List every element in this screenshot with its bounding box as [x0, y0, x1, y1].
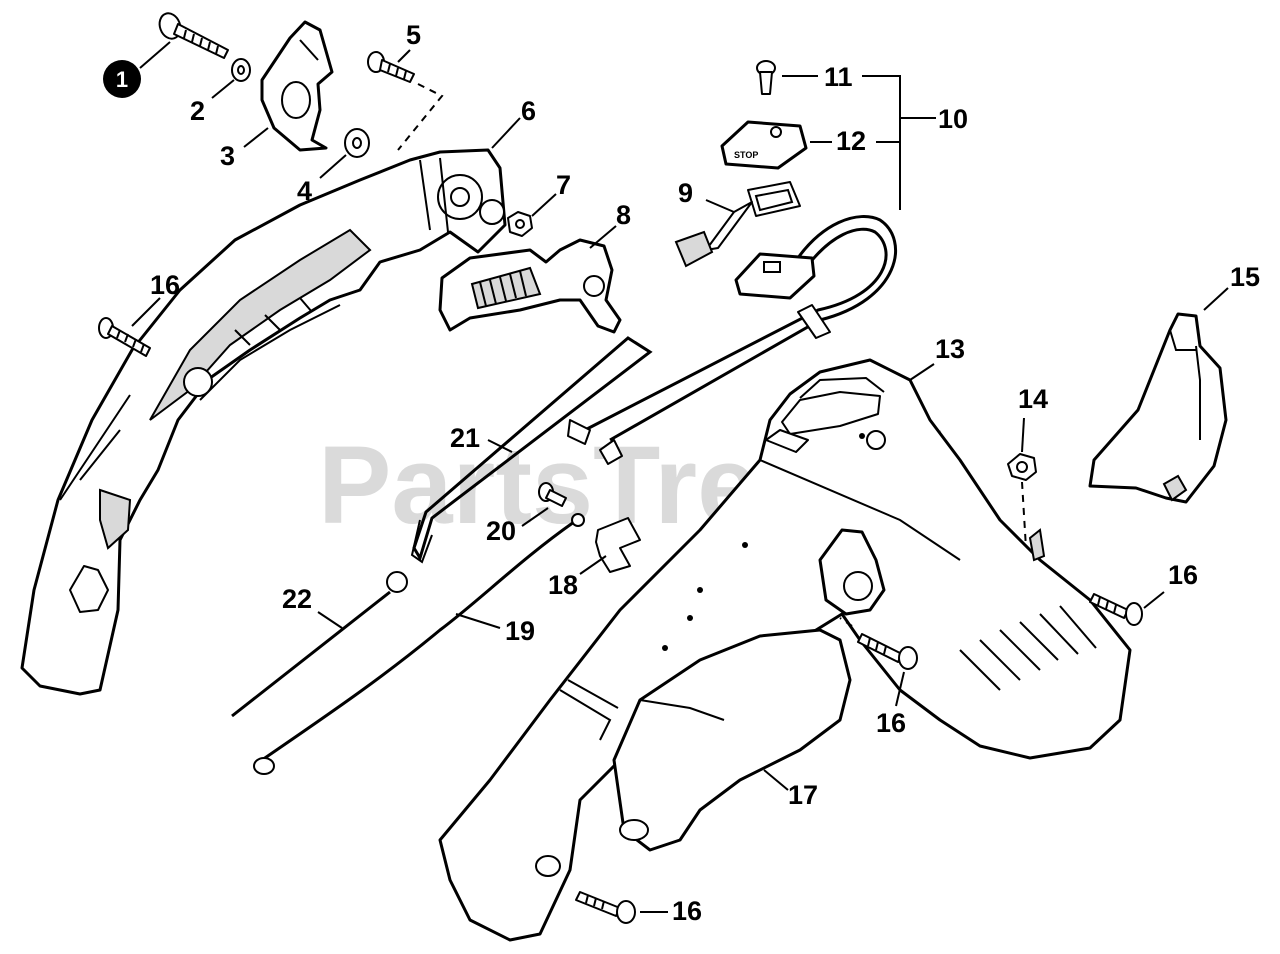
callout-17: 17	[788, 780, 818, 810]
callout-13: 13	[935, 334, 965, 364]
part-9-switch	[674, 181, 801, 268]
callout-1-badge	[103, 60, 141, 98]
part-10-switch-wire	[567, 215, 897, 465]
part-12-stop-plate: STOP	[720, 120, 808, 170]
part-15-cover	[1088, 312, 1228, 504]
callout-16-mid: 16	[876, 708, 906, 738]
part-14-nut	[1007, 453, 1037, 481]
part-2-washer	[231, 58, 251, 82]
part-18-clip	[595, 517, 641, 573]
callout-20: 20	[486, 516, 516, 546]
callout-16-bottom: 16	[672, 896, 702, 926]
callout-16-left: 16	[150, 270, 180, 300]
callout-9: 9	[678, 178, 693, 208]
callout-15: 15	[1230, 262, 1260, 292]
callout-1: 1	[116, 67, 128, 92]
part-16-screw-left	[98, 317, 151, 357]
callout-5: 5	[406, 20, 421, 50]
part-4-washer	[344, 128, 370, 158]
callout-8: 8	[616, 200, 631, 230]
part-16-screw-right	[1089, 593, 1143, 626]
callout-22: 22	[282, 584, 312, 614]
part-19-ground-wire	[253, 513, 585, 775]
part-1-bolt	[158, 12, 229, 59]
callout-19: 19	[505, 616, 535, 646]
callout-14: 14	[1018, 384, 1048, 414]
callout-4: 4	[297, 176, 312, 206]
part-16-screw-bottom	[575, 891, 636, 924]
part-7-nut	[507, 211, 533, 237]
callout-11: 11	[824, 62, 853, 92]
callout-3: 3	[220, 141, 235, 171]
part-5-screw	[367, 51, 415, 83]
part-16-screw-mid	[857, 633, 918, 670]
callout-16-right: 16	[1168, 560, 1198, 590]
part-11-screw	[756, 60, 776, 95]
part-21-throttle-rod	[412, 336, 653, 562]
callout-6: 6	[521, 96, 536, 126]
part-6-handle-half	[20, 148, 507, 696]
callout-21: 21	[450, 423, 480, 453]
part-22-wire-tie	[231, 571, 408, 718]
part-3-lever	[260, 20, 334, 152]
part-17-grip	[612, 628, 852, 852]
switch-housing	[734, 252, 816, 300]
callout-2: 2	[190, 96, 205, 126]
callout-12: 12	[836, 126, 866, 156]
part-8-trigger	[438, 238, 622, 334]
part-20-screw	[538, 482, 567, 507]
callout-7: 7	[556, 170, 571, 200]
stop-label: STOP	[734, 150, 758, 160]
callout-10: 10	[938, 104, 968, 134]
leader-1	[139, 41, 171, 69]
callout-18: 18	[548, 570, 578, 600]
